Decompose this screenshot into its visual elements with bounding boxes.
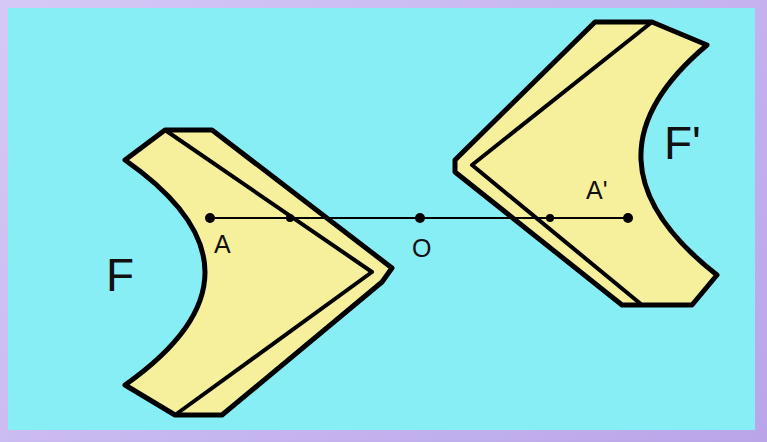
point-label: A: [214, 232, 231, 257]
point-label: O: [412, 236, 431, 261]
figure-f-prime: [455, 22, 717, 305]
figure-name: F': [664, 120, 701, 166]
point-label: A': [586, 178, 607, 203]
figure-f: [125, 130, 392, 415]
points: [205, 213, 633, 223]
figure-name: F: [106, 252, 134, 298]
